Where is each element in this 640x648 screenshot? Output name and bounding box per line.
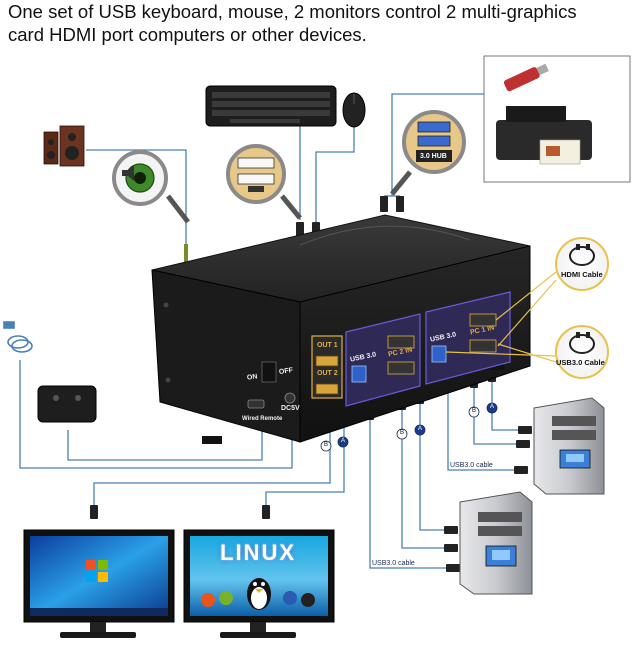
a-mid-label: A	[418, 426, 423, 432]
out2-label: OUT 2	[317, 370, 338, 377]
pc-tower-1	[533, 397, 605, 495]
monitor-2	[183, 529, 335, 638]
pc1-hdmi-cable-b	[473, 386, 516, 445]
a-right-label: A	[490, 404, 495, 410]
audio-jack-magnifier	[112, 150, 190, 224]
usb-cable-coil	[3, 321, 33, 353]
usb30-cable-callout-label: USB3.0 Cable	[556, 358, 605, 367]
wired-remote-label: Wired Remote	[242, 416, 283, 422]
out2-hdmi-port	[315, 383, 339, 395]
pc2-hdmi-cable-b	[401, 410, 444, 549]
b-left-label: B	[324, 442, 329, 448]
out1-label: OUT 1	[317, 342, 338, 349]
out1-hdmi-port	[315, 355, 339, 367]
heading-line-1: One set of USB keyboard, mouse, 2 monito…	[8, 1, 577, 22]
cables	[19, 93, 518, 569]
wired-remote-cable	[67, 418, 263, 461]
pc2-hdmi-port-2	[387, 361, 415, 375]
mouse-cable	[315, 124, 355, 222]
monitor2-cable	[265, 420, 345, 505]
dc5v-label: DC5V	[281, 405, 300, 412]
wireless-remote	[37, 385, 97, 423]
pc1-hdmi-cable-a	[491, 380, 518, 431]
monitor1-cable	[93, 420, 331, 505]
pc1-hdmi-port-2	[469, 339, 497, 353]
usb30-cable-lower-label: USB3.0 cable	[372, 560, 415, 567]
tux-penguin-icon	[247, 578, 271, 610]
a-left-label: A	[341, 438, 346, 444]
usb-hub-magnifier	[390, 110, 466, 196]
heading: One set of USB keyboard, mouse, 2 monito…	[8, 0, 632, 46]
b-right-label: B	[472, 408, 477, 414]
dc-power-jack	[284, 392, 296, 404]
monitor-1	[23, 529, 175, 638]
hub-label: 3.0 HUB	[420, 153, 447, 160]
pc2-usb-b-port	[351, 365, 367, 383]
pc1-usb-cable	[447, 388, 514, 471]
printer	[496, 106, 592, 165]
pc2-hdmi-port-1	[387, 335, 415, 349]
kvm-left-panel	[247, 361, 296, 409]
linux-logo-text: LINUX	[220, 540, 296, 565]
pc1-panel	[425, 291, 511, 385]
mouse	[342, 92, 366, 128]
hdmi-cable-label: HDMI Cable	[561, 270, 603, 279]
keyboard	[205, 85, 337, 127]
pc1-usb-b-port	[431, 345, 447, 363]
usb30-cable-callout	[555, 325, 609, 379]
cable-markers	[320, 402, 498, 452]
distro-icons	[201, 591, 315, 607]
pc-tower-2	[459, 491, 533, 595]
usb30-cable-upper-label: USB3.0 cable	[450, 462, 493, 469]
pc2-hdmi-cable-a	[419, 404, 444, 531]
pc2-panel	[345, 313, 421, 407]
usb-ports-magnifier	[226, 144, 302, 220]
pc2-usb-cable	[369, 420, 446, 569]
speakers	[43, 125, 85, 167]
printer-box	[483, 55, 631, 183]
printer-cable	[391, 93, 500, 196]
hdmi-cable-callout	[555, 237, 609, 291]
b-mid-label: B	[400, 430, 405, 436]
windows-logo-icon	[86, 560, 108, 582]
out-ports	[311, 335, 343, 399]
flash-drive	[503, 63, 549, 92]
remote-usb-cable	[19, 360, 293, 469]
power-switch[interactable]	[261, 361, 277, 383]
heading-line-2: card HDMI port computers or other device…	[8, 24, 367, 45]
on-label: ON	[246, 373, 258, 382]
callout-beams	[445, 271, 557, 363]
wired-remote-port	[247, 399, 265, 409]
